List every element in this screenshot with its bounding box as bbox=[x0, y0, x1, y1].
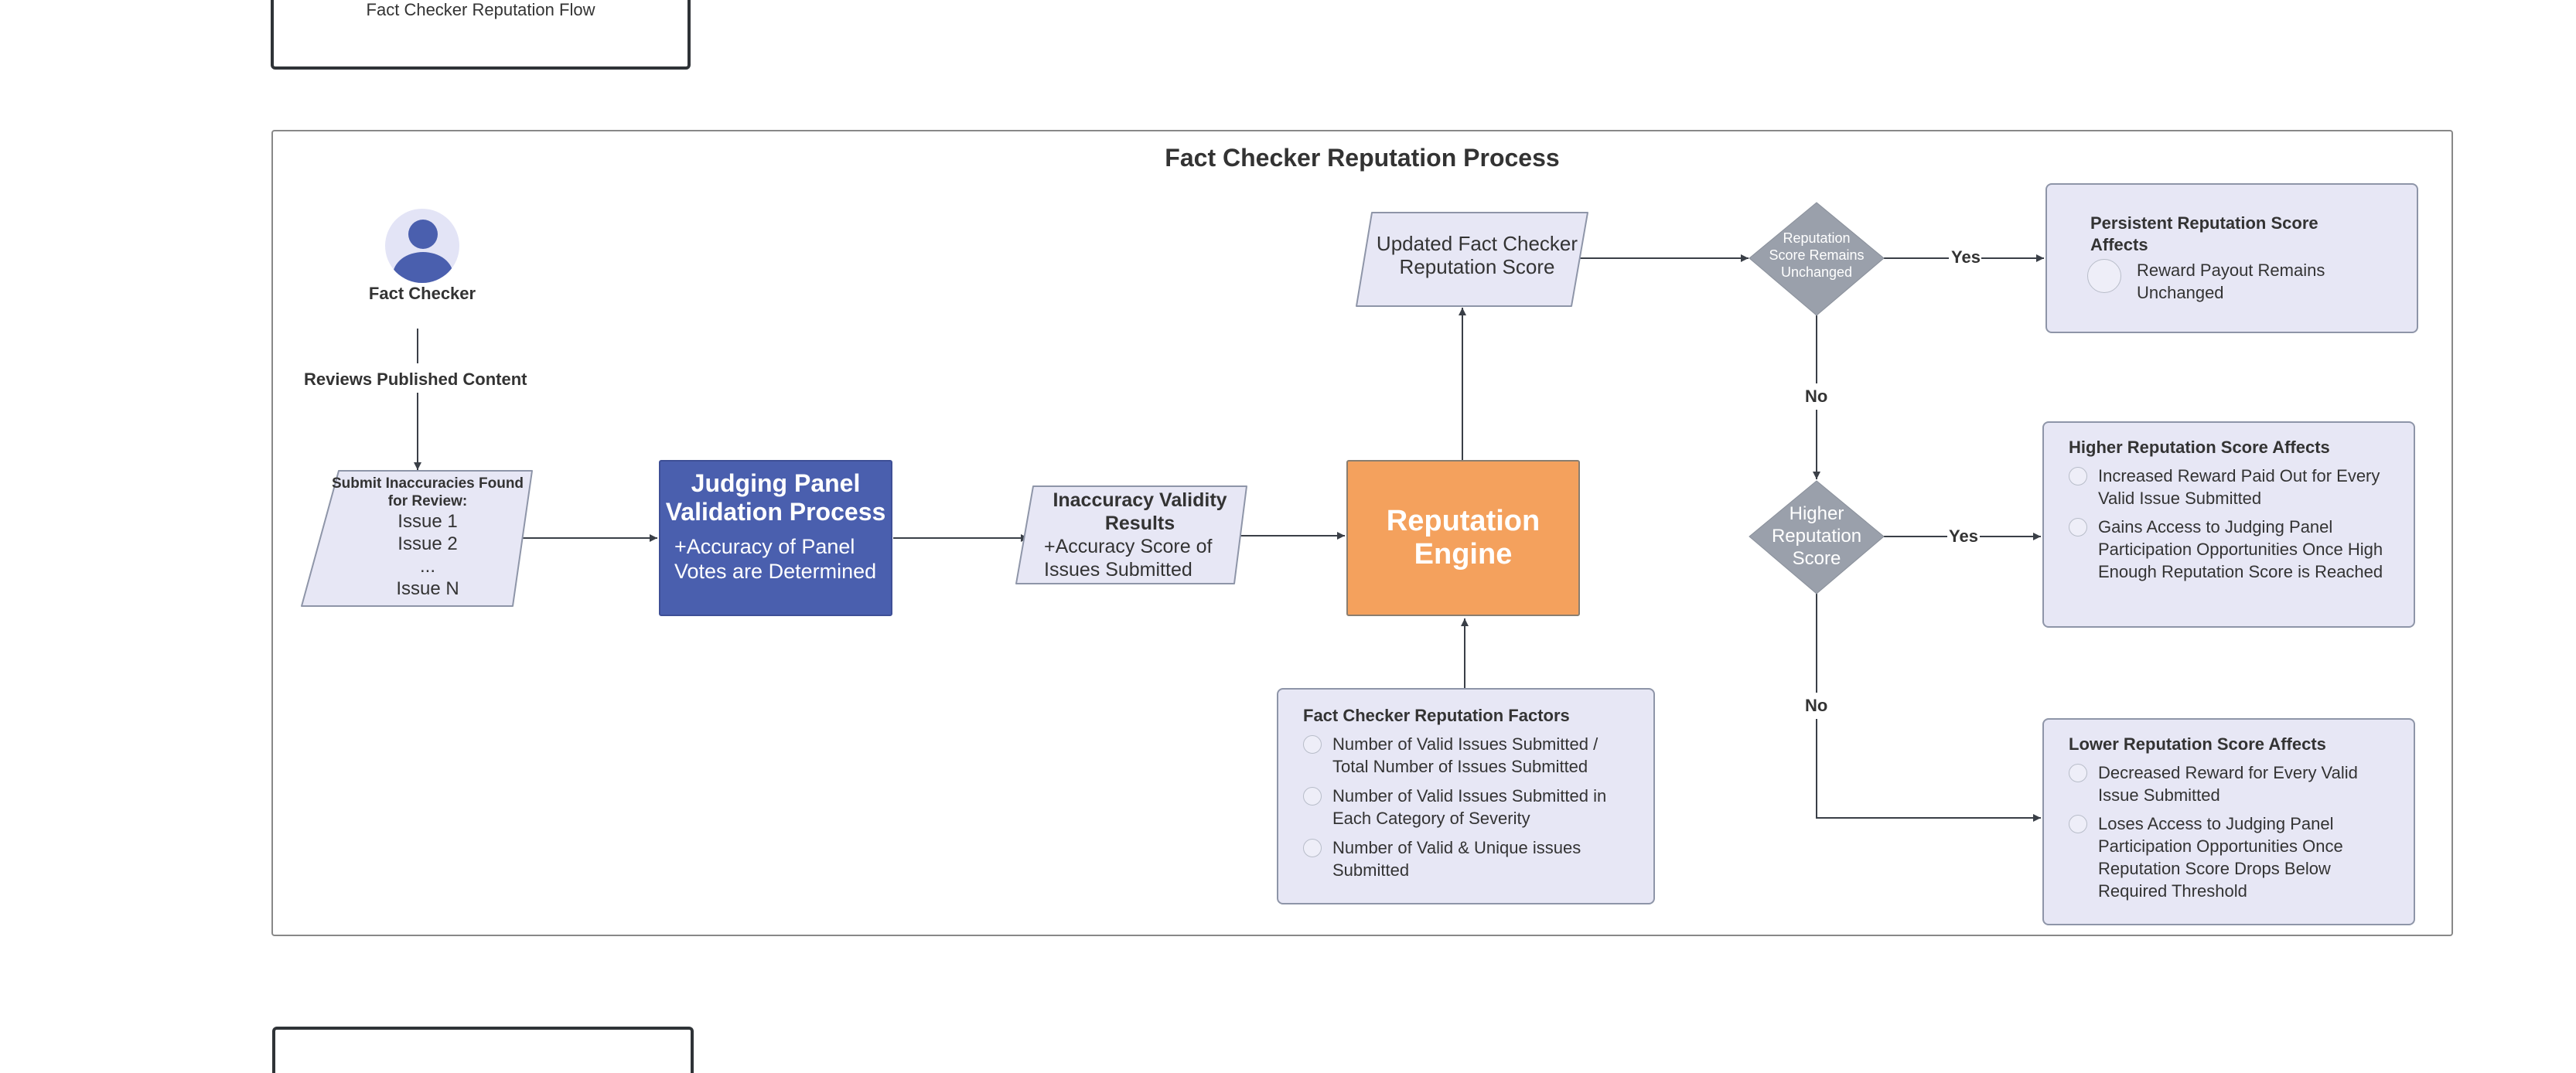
top-frame-title: Fact Checker Reputation Flow bbox=[366, 0, 595, 19]
submit-title: Submit Inaccuracies Found for Review: bbox=[331, 475, 524, 509]
edge-label-no-higher: No bbox=[1805, 696, 1828, 715]
decision-higher-label: Higher Reputation Score bbox=[1771, 503, 1862, 569]
engine-label: Reputation Engine bbox=[1386, 505, 1540, 571]
persistent-item: Reward Payout Remains Unchanged bbox=[2087, 259, 2397, 304]
judging-title: Judging Panel Validation Process bbox=[665, 469, 886, 526]
lower-title: Lower Reputation Score Affects bbox=[2069, 734, 2326, 754]
bullet-circle-icon bbox=[2069, 764, 2087, 782]
edge-label-yes-unchanged: Yes bbox=[1951, 247, 1981, 267]
bullet-circle-icon bbox=[2087, 259, 2121, 293]
factors-item: Number of Valid & Unique issues Submitte… bbox=[1303, 836, 1636, 881]
bullet-circle-icon bbox=[2069, 467, 2087, 485]
lower-item: Decreased Reward for Every Valid Issue S… bbox=[2069, 761, 2401, 806]
lower-panel: Lower Reputation Score Affects Decreased… bbox=[2042, 718, 2415, 925]
actor-label: Fact Checker bbox=[368, 284, 476, 303]
validity-subtitle: +Accuracy Score of Issues Submitted bbox=[1044, 536, 1213, 581]
edge-label-no-unchanged: No bbox=[1805, 387, 1828, 406]
validity-title: Inaccuracy Validity Results bbox=[1053, 489, 1227, 534]
judging-subtitle: +Accuracy of Panel Votes are Determined bbox=[674, 535, 877, 583]
persistent-panel: Persistent Reputation Score Affects Rewa… bbox=[2045, 183, 2418, 333]
submit-item: Issue 2 bbox=[397, 533, 458, 554]
higher-item: Gains Access to Judging Panel Participat… bbox=[2069, 516, 2401, 583]
submit-items: Issue 1 Issue 2 ... Issue N bbox=[331, 510, 524, 600]
factors-item: Number of Valid Issues Submitted / Total… bbox=[1303, 733, 1636, 778]
higher-item: Increased Reward Paid Out for Every Vali… bbox=[2069, 465, 2401, 509]
factors-panel: Fact Checker Reputation Factors Number o… bbox=[1277, 688, 1655, 904]
process-title: Fact Checker Reputation Process bbox=[1165, 144, 1560, 172]
persistent-title: Persistent Reputation Score Affects bbox=[2090, 213, 2318, 254]
lower-item: Loses Access to Judging Panel Participat… bbox=[2069, 812, 2401, 902]
bottom-frame bbox=[272, 1027, 694, 1073]
edge-label-yes-higher: Yes bbox=[1949, 526, 1978, 546]
judging-panel-box: Judging Panel Validation Process +Accura… bbox=[659, 460, 892, 616]
higher-title: Higher Reputation Score Affects bbox=[2069, 438, 2330, 457]
decision-unchanged-label: Reputation Score Remains Unchanged bbox=[1769, 230, 1865, 280]
submit-item: ... bbox=[419, 556, 435, 577]
submit-item: Issue 1 bbox=[397, 511, 458, 532]
edge-label-reviews: Reviews Published Content bbox=[304, 370, 527, 389]
bullet-circle-icon bbox=[2069, 518, 2087, 536]
top-frame bbox=[271, 0, 691, 70]
fact-checker-avatar-icon bbox=[385, 209, 459, 283]
bullet-circle-icon bbox=[1303, 787, 1322, 806]
bullet-circle-icon bbox=[1303, 839, 1322, 857]
higher-panel: Higher Reputation Score Affects Increase… bbox=[2042, 421, 2415, 628]
submit-item: Issue N bbox=[396, 578, 459, 599]
updated-score-label: Updated Fact Checker Reputation Score bbox=[1376, 232, 1578, 278]
reputation-engine-box: Reputation Engine bbox=[1346, 460, 1580, 616]
factors-item: Number of Valid Issues Submitted in Each… bbox=[1303, 785, 1636, 829]
bullet-circle-icon bbox=[1303, 735, 1322, 754]
bullet-circle-icon bbox=[2069, 815, 2087, 833]
factors-title: Fact Checker Reputation Factors bbox=[1303, 706, 1570, 725]
